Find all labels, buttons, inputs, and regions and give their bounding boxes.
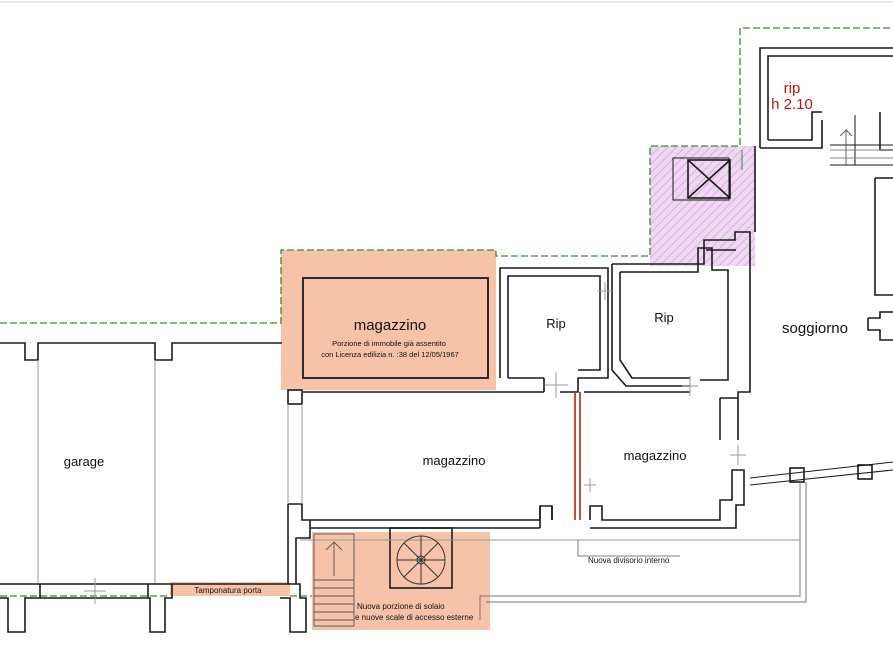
magazzino-center-label: magazzino bbox=[423, 453, 486, 468]
new-slab-highlight bbox=[312, 532, 490, 630]
walls bbox=[0, 47, 893, 633]
garage-bottom-wall bbox=[0, 583, 41, 633]
rip-upper-label-1: rip bbox=[784, 80, 801, 97]
rip-right-label: Rip bbox=[654, 310, 674, 325]
highlight-areas bbox=[170, 146, 755, 630]
existing-portion-highlight bbox=[281, 250, 496, 390]
tamponatura-highlight bbox=[170, 582, 290, 596]
rip-upper-walls bbox=[759, 47, 893, 148]
upper-stair-arrow bbox=[839, 129, 853, 165]
soggiorno-label: soggiorno bbox=[782, 320, 848, 337]
garage-label: garage bbox=[64, 454, 104, 469]
new-partition bbox=[574, 392, 581, 520]
rip-right-walls bbox=[612, 231, 751, 440]
nuova-porzione-note-line1: Nuova porzione di solaio bbox=[357, 602, 445, 611]
purple-hatched-area bbox=[650, 146, 755, 266]
annotations: Tamponatura porta Nuova divisorio intern… bbox=[194, 540, 680, 622]
garage-top-wall bbox=[0, 342, 282, 361]
rip-left-walls bbox=[499, 267, 609, 393]
openings bbox=[84, 150, 800, 604]
rip-left-label: Rip bbox=[546, 316, 566, 331]
external-stair bbox=[313, 533, 355, 627]
property-boundary bbox=[0, 27, 893, 597]
spiral-stair-well bbox=[389, 527, 453, 589]
porzione-note-line2: con Licenza edilizia n. :38 del 12/05/19… bbox=[321, 350, 459, 359]
magazzino-existing-room bbox=[302, 277, 489, 379]
magazzino-right-label: magazzino bbox=[624, 448, 687, 463]
tamponatura-note: Tamponatura porta bbox=[194, 586, 262, 595]
rip-upper-label-2: h 2.10 bbox=[771, 96, 813, 113]
nuovo-divisorio-note: Nuova divisorio interno bbox=[588, 556, 670, 565]
porzione-note-line1: Porzione di immobile già assentito bbox=[332, 339, 446, 348]
shaft-box bbox=[687, 159, 731, 199]
nuova-porzione-note-line2: e nuove scale di accesso esterne bbox=[355, 613, 474, 622]
spiral-stair-icon bbox=[396, 535, 446, 585]
room-labels: rip h 2.10 magazzino Porzione di immobil… bbox=[64, 80, 848, 469]
magazzino-highlight-label: magazzino bbox=[354, 317, 427, 334]
